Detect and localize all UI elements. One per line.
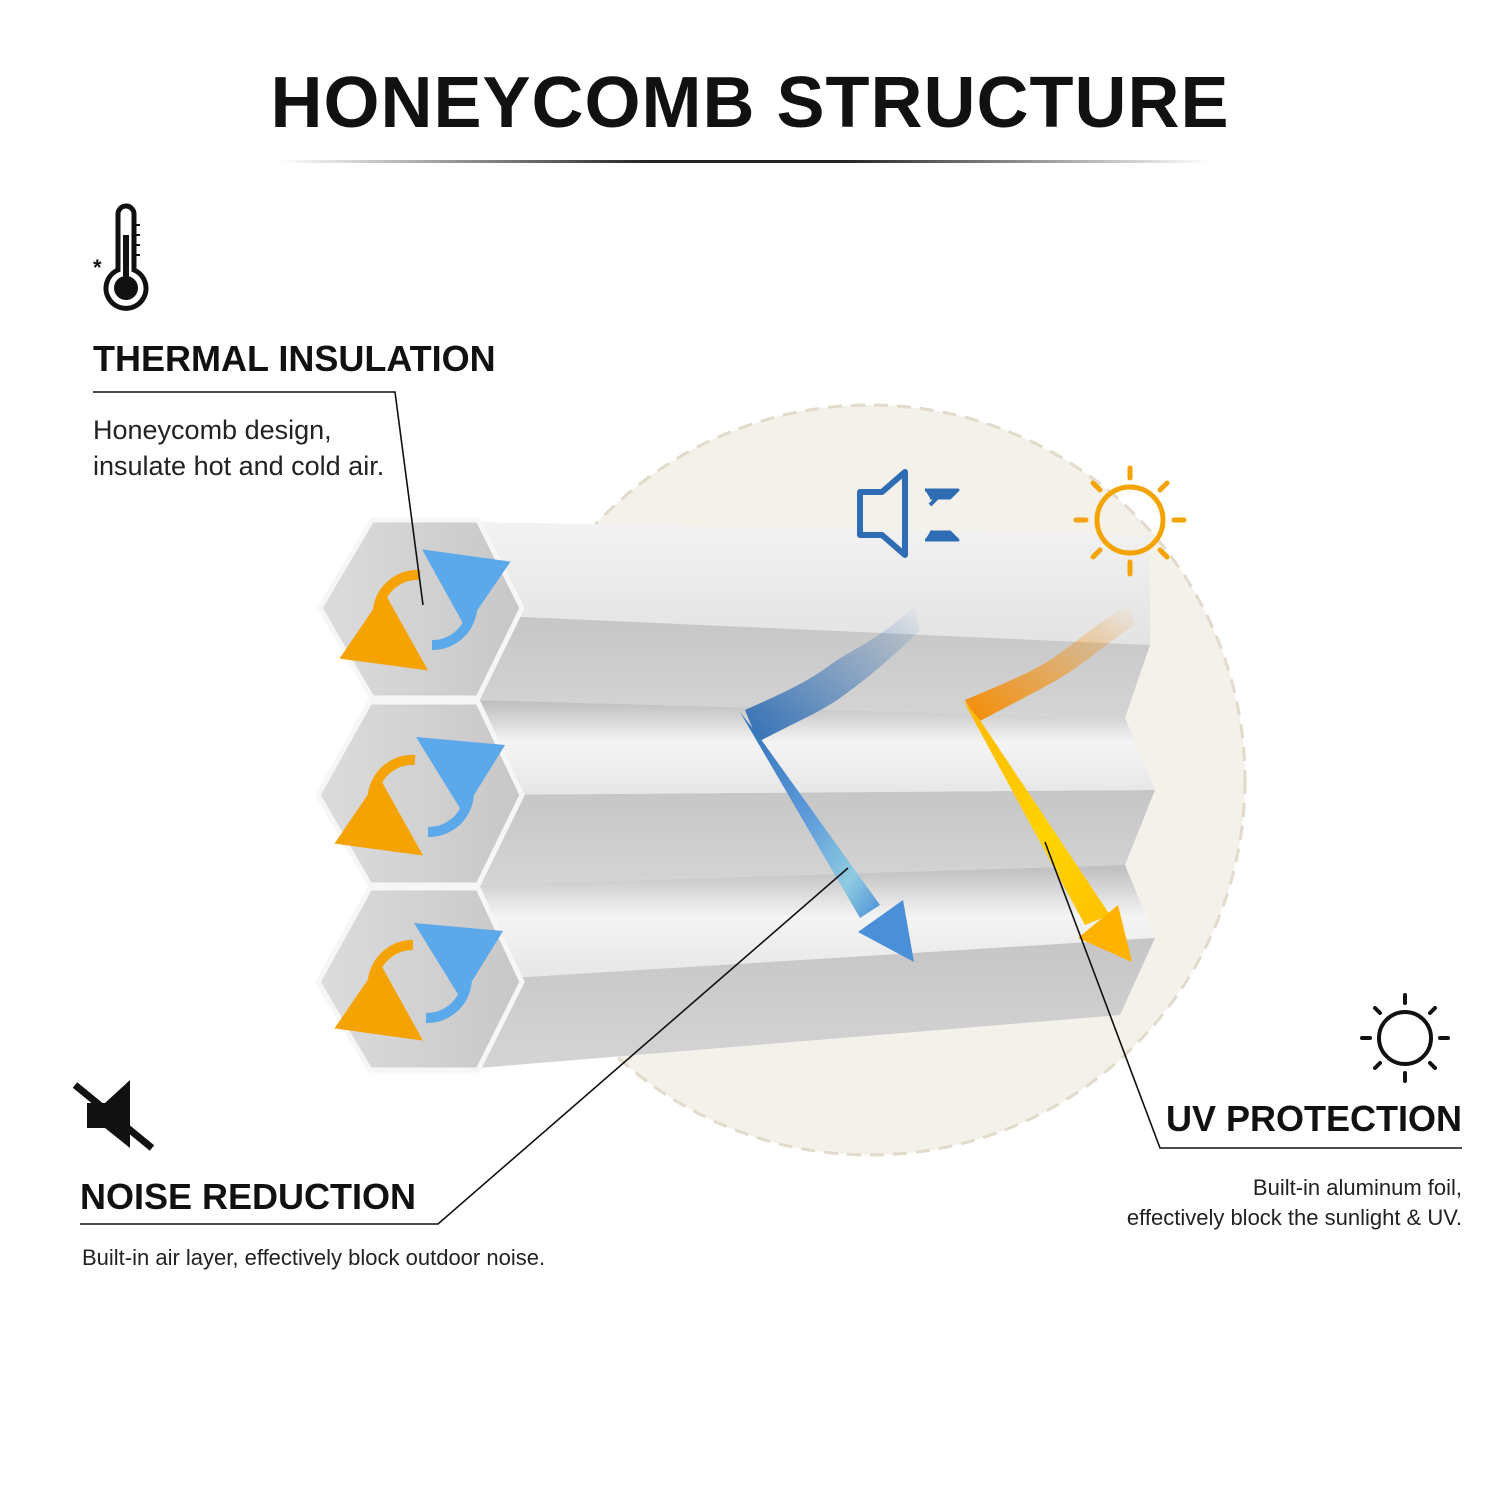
air-circulation-icon	[334, 922, 504, 1041]
thermal-insulation-description: Honeycomb design, insulate hot and cold …	[93, 412, 453, 484]
thermal-insulation-heading: THERMAL INSULATION	[93, 338, 496, 379]
noise-reduction-heading: NOISE REDUCTION	[80, 1176, 417, 1217]
sun-icon	[1360, 993, 1450, 1083]
fold-top-2	[478, 700, 1155, 795]
uv-protection-description: Built-in aluminum foil, effectively bloc…	[1000, 1173, 1462, 1233]
hex-cell-2	[315, 699, 525, 888]
fold-bottom-3	[478, 938, 1155, 1068]
muted-speaker-icon	[72, 1080, 155, 1151]
air-circulation-icon	[339, 549, 511, 671]
page-title: HONEYCOMB STRUCTURE	[270, 63, 1230, 143]
svg-text:*: *	[93, 255, 102, 280]
fold-bottom-1	[478, 615, 1150, 718]
description-line: Honeycomb design,	[93, 415, 332, 445]
air-circulation-icon	[334, 736, 506, 856]
sun-icon	[1073, 465, 1187, 577]
noise-reduction-description: Built-in air layer, effectively block ou…	[82, 1245, 546, 1270]
thermal-callout-line	[93, 391, 424, 606]
title-underline	[280, 160, 1210, 163]
fold-top-3	[478, 865, 1155, 980]
uv-protection-heading: UV PROTECTION	[1165, 1098, 1462, 1139]
noise-callout-line	[80, 867, 849, 1225]
sound-blocked-arrow	[740, 605, 920, 962]
uv-blocked-arrow	[963, 605, 1135, 962]
hex-cell-3	[315, 885, 525, 1073]
description-line: effectively block the sunlight & UV.	[1126, 1205, 1462, 1230]
hex-cell-1	[317, 517, 525, 701]
description-line: Built-in aluminum foil,	[1252, 1175, 1462, 1200]
uv-callout-line	[1044, 841, 1462, 1149]
description-line: insulate hot and cold air.	[93, 451, 385, 481]
fold-top-1	[478, 522, 1150, 645]
callout-lines	[80, 391, 1462, 1225]
thermometer-icon: *	[93, 203, 149, 311]
speaker-blocked-icon	[857, 469, 960, 558]
